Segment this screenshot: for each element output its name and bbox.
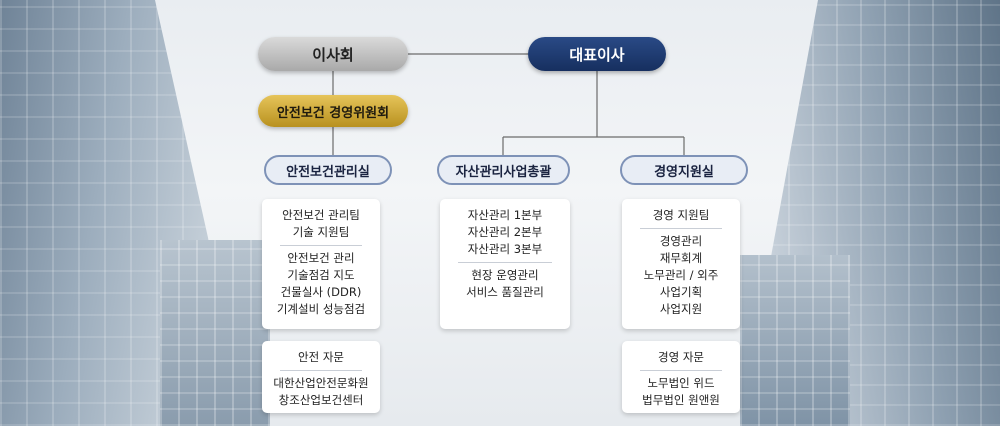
divider xyxy=(640,370,722,371)
duty-item: 서비스 품질관리 xyxy=(466,285,544,299)
duty-item: 경영관리 xyxy=(659,234,703,248)
divider xyxy=(640,228,722,229)
asset-divisions-box: 자산관리 1본부 자산관리 2본부 자산관리 3본부 현장 운영관리 서비스 품… xyxy=(440,199,570,329)
dept-safety-label: 안전보건관리실 xyxy=(286,164,370,180)
safety-teams-box: 안전보건 관리팀 기술 지원팀 안전보건 관리 기술점검 지도 건물실사 (DD… xyxy=(262,199,380,329)
admin-advisory-box: 경영 자문 노무법인 위드 법무법인 원앤원 xyxy=(622,341,740,413)
duty-item: 노무관리 / 외주 xyxy=(643,268,719,282)
divider xyxy=(458,262,552,263)
duty-item: 기계설비 성능점검 xyxy=(276,302,366,316)
board-node: 이사회 xyxy=(258,37,408,71)
duty-item: 기술점검 지도 xyxy=(287,268,355,282)
division-item: 자산관리 1본부 xyxy=(467,208,543,222)
dept-asset-node: 자산관리사업총괄 xyxy=(437,155,570,185)
ceo-node: 대표이사 xyxy=(528,37,666,71)
duty-item: 사업지원 xyxy=(659,302,703,316)
advisor-item: 법무법인 원앤원 xyxy=(642,393,720,407)
advisory-title: 경영 자문 xyxy=(658,350,704,364)
duty-item: 건물실사 (DDR) xyxy=(280,285,362,299)
background-building-left-low xyxy=(160,240,270,426)
duty-item: 현장 운영관리 xyxy=(471,268,539,282)
duty-item: 안전보건 관리 xyxy=(287,251,355,265)
dept-admin-node: 경영지원실 xyxy=(620,155,748,185)
ceo-label: 대표이사 xyxy=(569,45,625,64)
team-item: 경영 지원팀 xyxy=(652,208,710,222)
admin-teams-box: 경영 지원팀 경영관리 재무회계 노무관리 / 외주 사업기획 사업지원 xyxy=(622,199,740,329)
advisor-item: 대한산업안전문화원 xyxy=(273,376,369,390)
board-label: 이사회 xyxy=(312,45,354,64)
committee-label: 안전보건 경영위원회 xyxy=(276,105,390,121)
division-item: 자산관리 3본부 xyxy=(467,242,543,256)
advisor-item: 창조산업보건센터 xyxy=(278,393,364,407)
advisory-title: 안전 자문 xyxy=(298,350,344,364)
duty-item: 사업기획 xyxy=(659,285,703,299)
team-item: 기술 지원팀 xyxy=(292,225,350,239)
duty-item: 재무회계 xyxy=(659,251,703,265)
dept-safety-node: 안전보건관리실 xyxy=(264,155,392,185)
committee-node: 안전보건 경영위원회 xyxy=(258,95,408,127)
advisor-item: 노무법인 위드 xyxy=(647,376,715,390)
dept-asset-label: 자산관리사업총괄 xyxy=(455,164,552,180)
safety-advisory-box: 안전 자문 대한산업안전문화원 창조산업보건센터 xyxy=(262,341,380,413)
background-building-right-low xyxy=(740,255,850,426)
dept-admin-label: 경영지원실 xyxy=(654,164,714,180)
team-item: 안전보건 관리팀 xyxy=(282,208,360,222)
divider xyxy=(280,245,362,246)
division-item: 자산관리 2본부 xyxy=(467,225,543,239)
divider xyxy=(280,370,362,371)
